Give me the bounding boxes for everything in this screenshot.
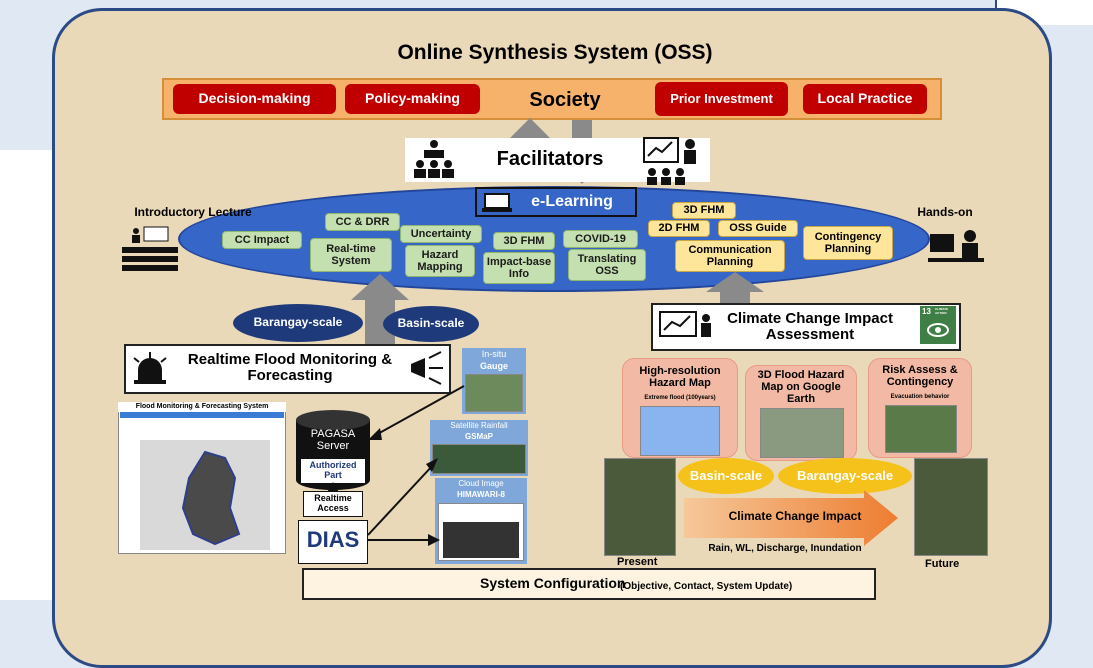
evacuation-map-image [885, 405, 957, 453]
contingency-planning-box: Contingency Planning [803, 226, 893, 260]
authorized-part-box: Authorized Part [301, 459, 365, 483]
barangay-scale-gold-oval: Barangay-scale [778, 458, 912, 494]
local-practice-box: Local Practice [803, 84, 927, 114]
cc-impact-arrow [684, 490, 898, 546]
eye-globe-icon [927, 323, 949, 337]
realtime-flood-title: Realtime Flood Monitoring & Forecasting [187, 350, 393, 384]
covid19-box: COVID-19 [563, 230, 638, 248]
decision-making-box: Decision-making [173, 84, 336, 114]
climate-change-title: Climate Change Impact Assessment [727, 309, 893, 343]
monitoring-header-bar [118, 402, 286, 412]
himawari-dark-panel [443, 522, 519, 558]
lecture-audience-icon [122, 226, 178, 271]
cloud-image-label: Cloud Image [458, 479, 504, 489]
elearning-title: e-Learning [531, 193, 613, 211]
policy-making-box: Policy-making [345, 84, 480, 114]
prior-investment-box: Prior Investment [655, 82, 788, 116]
system-configuration-label: System Configuration [480, 575, 626, 592]
monitoring-title: Flood Monitoring & Forecasting System [135, 403, 269, 411]
gsmap-image [432, 444, 526, 474]
cc-impact-box: CC Impact [222, 231, 302, 249]
system-configuration-detail: (Objective, Contact, System Update) [620, 580, 793, 592]
gauge-label: Gauge [479, 361, 508, 372]
dias-logo: DIAS [306, 526, 360, 552]
monitoring-nav [120, 412, 284, 418]
himawari-label: HIMAWARI-8 [457, 490, 505, 500]
oss-guide-box: OSS Guide [718, 220, 798, 237]
3d-fhm-green-box: 3D FHM [493, 232, 555, 250]
gauge-photo [465, 374, 523, 412]
variables-label: Rain, WL, Discharge, Inundation [708, 542, 862, 554]
presenter-icon [643, 137, 696, 185]
3d-fhm-yellow-box: 3D FHM [672, 202, 736, 219]
pagasa-server-label: PAGASA Server [310, 427, 356, 452]
climate-change-box [651, 303, 961, 351]
hazard-mapping-box: Hazard Mapping [405, 245, 475, 277]
evac-label: Evacuation behavior [890, 393, 950, 400]
intro-lecture-label: Introductory Lecture [134, 205, 252, 220]
monitor-chart-icon [659, 311, 711, 337]
diagram-title: Online Synthesis System (OSS) [397, 41, 713, 65]
right-up-arrow [706, 272, 764, 310]
society-label: Society [529, 89, 601, 111]
fhm-google-title: 3D Flood Hazard Map on Google Earth [757, 368, 845, 406]
hands-on-icon [928, 230, 984, 262]
realtime-access-box: Realtime Access [303, 491, 363, 517]
barangay-scale-oval: Barangay-scale [233, 304, 363, 342]
cc-drr-box: CC & DRR [325, 213, 400, 231]
basin-scale-oval: Basin-scale [383, 306, 479, 342]
realtime-system-box: Real-time System [310, 238, 392, 272]
communication-planning-box: Communication Planning [675, 240, 785, 272]
siren-icon [133, 352, 167, 384]
present-map [604, 458, 676, 556]
google-earth-image [760, 408, 844, 458]
extreme-flood-label: Extreme flood (100years) [644, 394, 716, 401]
impact-base-info-box: Impact-base Info [483, 252, 555, 284]
sdg13-text: CLIMATE ACTION [935, 307, 949, 315]
gsmap-label: GSMaP [464, 432, 493, 442]
hr-hazard-title: High-resolution Hazard Map [639, 364, 721, 389]
realtime-flood-box [124, 344, 451, 394]
audience-icon [414, 140, 454, 178]
2d-fhm-box: 2D FHM [648, 220, 710, 237]
uncertainty-box: Uncertainty [400, 225, 482, 243]
facilitators-label: Facilitators [496, 148, 604, 170]
sat-rainfall-label: Satellite Rainfall [450, 421, 508, 431]
system-configuration-box[interactable] [302, 568, 876, 600]
province-shape [181, 450, 241, 546]
dias-logo-box [298, 520, 368, 564]
laptop-icon [482, 193, 512, 212]
megaphone-icon [411, 351, 443, 385]
hazard-map-image [640, 406, 720, 456]
insitu-label: In-situ [481, 349, 507, 360]
future-label: Future [925, 558, 960, 570]
future-map [914, 458, 988, 556]
present-label: Present [617, 556, 658, 568]
basin-scale-gold-oval: Basin-scale [678, 458, 774, 494]
risk-assess-title: Risk Assess & Contingency [882, 363, 958, 388]
cc-impact-arrow-label: Climate Change Impact [728, 509, 862, 524]
sdg13-number: 13 [922, 307, 931, 316]
translating-oss-box: Translating OSS [568, 249, 646, 281]
hands-on-label: Hands-on [917, 205, 973, 220]
data-flow-arrows [367, 385, 465, 546]
